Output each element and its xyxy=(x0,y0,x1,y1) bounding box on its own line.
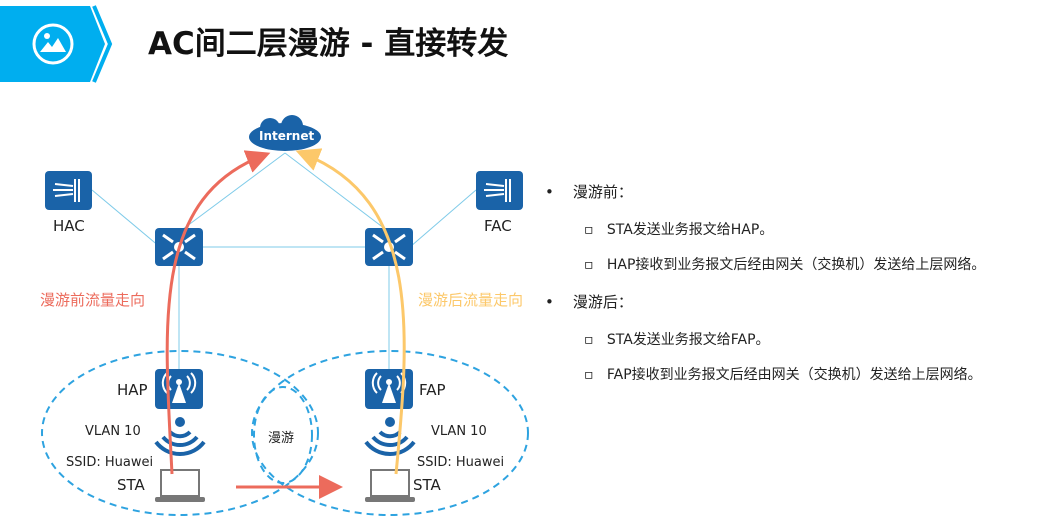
sta-right: STA xyxy=(413,476,441,494)
sub-bullet: ▫ HAP接收到业务报文后经由网关（交换机）发送给上层网络。 xyxy=(584,257,986,273)
after-flow-path xyxy=(295,148,406,475)
ssid-right: SSID: Huawei xyxy=(417,455,505,470)
right-switch-icon xyxy=(363,226,415,268)
laptop-icon xyxy=(364,469,416,503)
fac-icon xyxy=(475,170,524,211)
fap-coverage xyxy=(251,350,529,516)
links xyxy=(91,152,477,369)
fap-icon xyxy=(364,368,414,410)
image-icon xyxy=(32,23,74,65)
after-flow-label: 漫游后流量走向 xyxy=(418,291,524,309)
internet-cloud-icon xyxy=(249,115,321,151)
roam-label: 漫游 xyxy=(268,431,295,446)
internet-label: Internet xyxy=(259,129,315,143)
header-banner xyxy=(0,5,113,83)
bullet-before: • 漫游前： xyxy=(545,183,633,201)
before-flow-label: 漫游前流量走向 xyxy=(40,291,146,309)
vlan-left: VLAN 10 xyxy=(85,424,141,439)
before-flow-path xyxy=(165,150,271,475)
bullet-after: • 漫游后： xyxy=(545,293,633,311)
ssid-left: SSID: Huawei xyxy=(66,455,154,470)
sub-bullet-text: STA发送业务报文给HAP。 xyxy=(606,222,774,238)
wifi-signal-icon xyxy=(364,415,416,456)
hap-coverage xyxy=(41,350,319,516)
hac-icon xyxy=(44,170,93,211)
fap-label: FAP xyxy=(419,381,446,399)
roam-area xyxy=(253,386,313,484)
sub-bullet: ▫ STA发送业务报文给HAP。 xyxy=(584,222,774,238)
page-title: AC间二层漫游 - 直接转发 xyxy=(148,26,509,62)
hac-label: HAC xyxy=(53,217,85,235)
fac-label: FAC xyxy=(484,217,512,235)
bullet-label: 漫游后： xyxy=(572,293,633,311)
sub-bullet-text: FAP接收到业务报文后经由网关（交换机）发送给上层网络。 xyxy=(606,367,982,383)
sub-bullet: ▫ FAP接收到业务报文后经由网关（交换机）发送给上层网络。 xyxy=(584,367,982,383)
vlan-right: VLAN 10 xyxy=(431,424,487,439)
sub-bullet-text: HAP接收到业务报文后经由网关（交换机）发送给上层网络。 xyxy=(606,257,986,273)
laptop-icon xyxy=(154,469,206,503)
bullet-label: 漫游前： xyxy=(572,183,633,201)
sub-bullet-text: STA发送业务报文给FAP。 xyxy=(606,332,770,348)
wifi-signal-icon xyxy=(154,415,206,456)
hap-label: HAP xyxy=(117,381,148,399)
sub-bullet: ▫ STA发送业务报文给FAP。 xyxy=(584,332,770,348)
hap-icon xyxy=(154,368,204,410)
sta-left: STA xyxy=(117,476,145,494)
